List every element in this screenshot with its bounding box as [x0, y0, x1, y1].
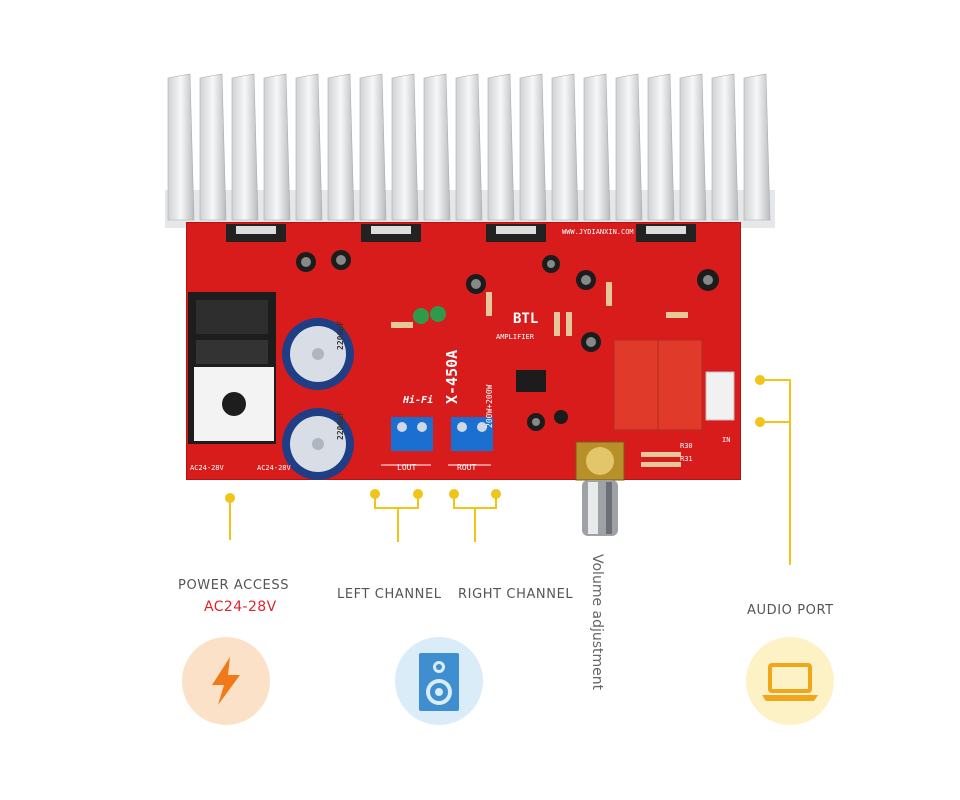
label-right-channel: RIGHT CHANNEL: [458, 587, 574, 602]
board-r30: R30: [680, 442, 693, 450]
board-amplifier: AMPLIFIER: [496, 333, 534, 341]
heatsink-fin: [327, 73, 355, 221]
heatsink-fin: [167, 73, 195, 221]
board-in: IN: [722, 436, 731, 444]
heatsink-fin: [519, 73, 547, 221]
board-btl: BTL: [513, 311, 539, 327]
audio-icon-circle: [746, 637, 834, 725]
heatsink-fin: [583, 73, 611, 221]
label-left-channel: LEFT CHANNEL: [337, 587, 442, 602]
heatsink-fin: [711, 73, 739, 221]
board-url: WWW.JYDIANXIN.COM: [562, 228, 634, 236]
label-power-voltage: AC24-28V: [204, 599, 277, 615]
heatsink-fin: [679, 73, 707, 221]
heatsink-fin: [743, 73, 771, 221]
board-ac-left: AC24-28V: [190, 464, 224, 472]
heatsink-fin: [423, 73, 451, 221]
heatsink: [165, 73, 775, 228]
label-volume-adjustment: Volume adjustment: [589, 554, 605, 691]
board-rout: ROUT: [457, 463, 477, 472]
speaker-icon: [419, 653, 459, 711]
label-audio-port: AUDIO PORT: [747, 603, 834, 618]
power-icon-circle: [182, 637, 270, 725]
heatsink-fin: [295, 73, 323, 221]
board-r31: R31: [680, 455, 693, 463]
lightning-icon: [212, 657, 240, 705]
heatsink-fin: [487, 73, 515, 221]
heatsink-fin: [391, 73, 419, 221]
label-power-access: POWER ACCESS: [178, 578, 290, 593]
volume-knob[interactable]: [570, 440, 630, 540]
heatsink-fin: [263, 73, 291, 221]
pcb-components: [188, 224, 735, 480]
heatsink-fin: [615, 73, 643, 221]
board-lout: LOUT: [397, 463, 417, 472]
heatsink-fin: [647, 73, 675, 221]
heatsink-fin: [455, 73, 483, 221]
laptop-icon: [762, 663, 818, 701]
heatsink-fin: [199, 73, 227, 221]
heatsink-fin: [359, 73, 387, 221]
heatsink-fin: [551, 73, 579, 221]
board-hifi: Hi-Fi: [403, 395, 434, 406]
board-ac-right: AC24-28V: [257, 464, 291, 472]
heatsink-fin: [231, 73, 259, 221]
speaker-icon-circle: [395, 637, 483, 725]
